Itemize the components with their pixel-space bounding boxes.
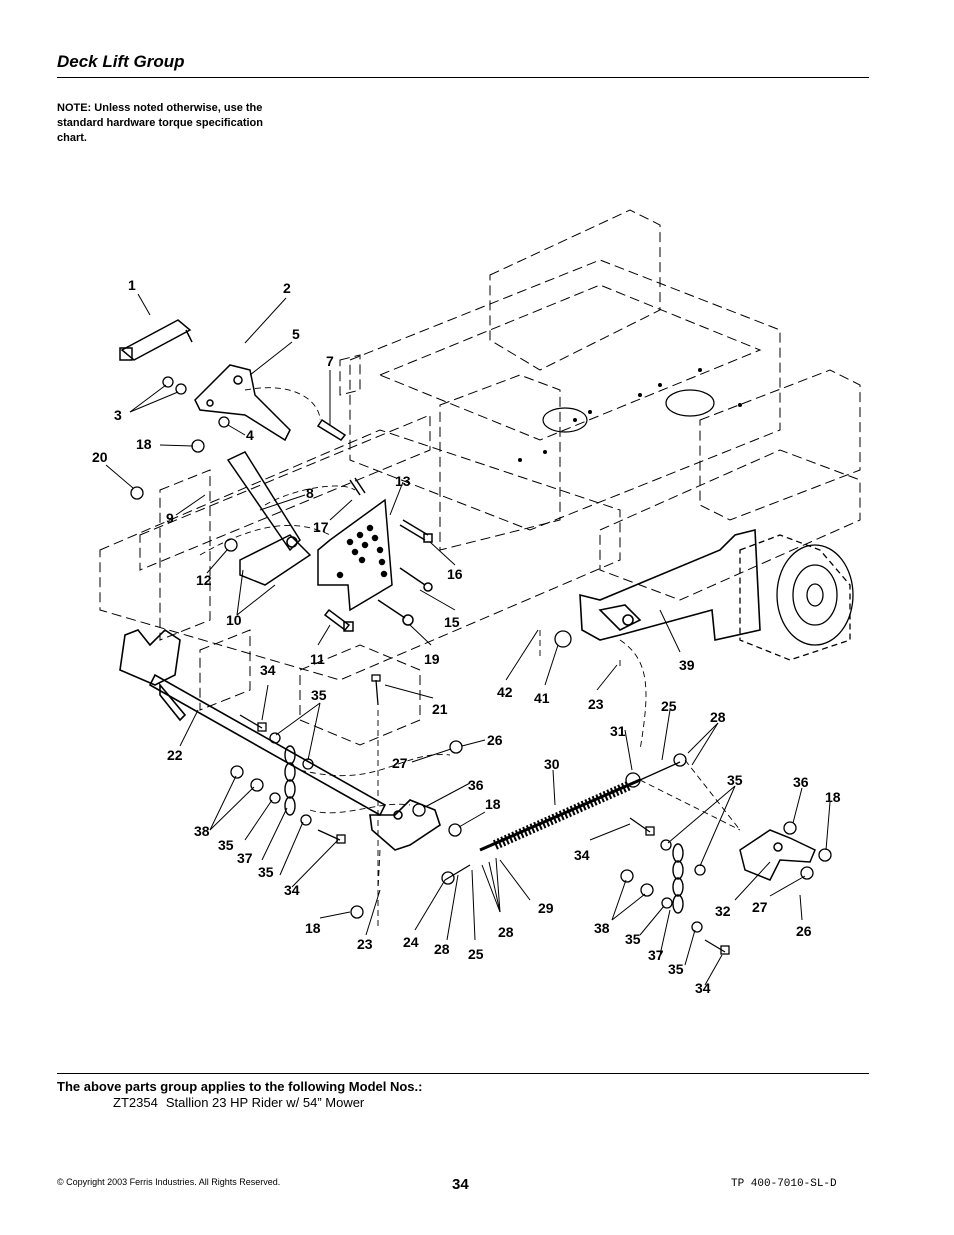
- callout-38: 38: [194, 823, 210, 839]
- callout-35: 35: [727, 772, 743, 788]
- callout-18: 18: [136, 436, 152, 452]
- part-upper-bracket: [194, 364, 291, 442]
- part-right-bracket: [739, 829, 816, 881]
- callout-23: 23: [357, 936, 373, 952]
- callout-39: 39: [679, 657, 695, 673]
- header-divider: [57, 77, 869, 78]
- callout-35: 35: [668, 961, 684, 977]
- callout-26: 26: [796, 923, 812, 939]
- callout-11: 11: [310, 651, 325, 667]
- callout-18: 18: [485, 796, 501, 812]
- callout-36: 36: [793, 774, 809, 790]
- callout-34: 34: [695, 980, 711, 996]
- callout-26: 26: [487, 732, 503, 748]
- callout-4: 4: [246, 427, 254, 443]
- part-pin: [119, 319, 193, 361]
- callout-28: 28: [434, 941, 450, 957]
- frame-openings: [542, 389, 715, 433]
- assembly-guide-lines: [199, 387, 741, 930]
- callout-15: 15: [444, 614, 460, 630]
- callout-1: 1: [128, 277, 136, 293]
- model-description: Stallion 23 HP Rider w/ 54” Mower: [165, 1095, 365, 1110]
- callout-42: 42: [497, 684, 513, 700]
- part-pin-7: [316, 418, 347, 441]
- callout-13: 13: [395, 473, 411, 489]
- callout-23: 23: [588, 696, 604, 712]
- callout-16: 16: [447, 566, 463, 582]
- torque-note: NOTE: Unless noted otherwise, use the st…: [57, 102, 263, 144]
- callout-21: 21: [432, 701, 448, 717]
- footer-divider: [57, 1073, 869, 1074]
- callout-32: 32: [715, 903, 731, 919]
- callout-17: 17: [313, 519, 329, 535]
- callout-10: 10: [226, 612, 242, 628]
- callout-8: 8: [306, 485, 314, 501]
- callout-labels: 1 2 5 7 3 4 18 20 8 13 9 17 16 12 10 15 …: [92, 277, 841, 996]
- callout-35: 35: [218, 837, 234, 853]
- deck-lift-exploded-diagram: 1 2 5 7 3 4 18 20 8 13 9 17 16 12 10 15 …: [92, 209, 861, 996]
- part-spring-rod: [441, 753, 687, 885]
- model-line: ZT2354 Stallion 23 HP Rider w/ 54” Mower: [113, 1095, 372, 1110]
- callout-34: 34: [260, 662, 276, 678]
- callout-5: 5: [292, 326, 300, 342]
- callout-28: 28: [498, 924, 514, 940]
- callout-27: 27: [752, 899, 768, 915]
- tractor-frame-outline: [99, 209, 861, 746]
- part-bolts: [323, 477, 433, 632]
- callout-22: 22: [167, 747, 183, 763]
- callout-18: 18: [825, 789, 841, 805]
- callout-29: 29: [538, 900, 554, 916]
- callout-34: 34: [574, 847, 590, 863]
- applies-heading: The above parts group applies to the fol…: [57, 1079, 423, 1094]
- document-id: TP 400-7010-SL-D: [731, 1178, 837, 1190]
- frame-hole-marks: [518, 368, 742, 462]
- part-axle-bracket: [579, 528, 761, 641]
- callout-25: 25: [661, 698, 677, 714]
- model-number: ZT2354: [113, 1095, 158, 1110]
- part-chain-left: [284, 745, 296, 816]
- callout-12: 12: [196, 572, 212, 588]
- page-number: 34: [452, 1176, 469, 1193]
- callout-30: 30: [544, 756, 560, 772]
- callout-28: 28: [710, 709, 726, 725]
- callout-2: 2: [283, 280, 291, 296]
- callout-35: 35: [625, 931, 641, 947]
- wheel-hub: [739, 534, 854, 661]
- callout-25: 25: [468, 946, 484, 962]
- callout-9: 9: [166, 510, 174, 526]
- part-mount-plate: [317, 498, 393, 612]
- callout-34: 34: [284, 882, 300, 898]
- callout-3: 3: [114, 407, 122, 423]
- callout-7: 7: [326, 353, 334, 369]
- callout-27: 27: [392, 755, 408, 771]
- page-title: Deck Lift Group: [57, 52, 185, 71]
- callout-31: 31: [610, 723, 626, 739]
- callout-35: 35: [311, 687, 327, 703]
- part-lift-arm: [226, 451, 312, 586]
- copyright: © Copyright 2003 Ferris Industries. All …: [57, 1177, 281, 1187]
- callout-leaders: [105, 293, 831, 986]
- callout-37: 37: [237, 850, 253, 866]
- callout-38: 38: [594, 920, 610, 936]
- callout-36: 36: [468, 777, 484, 793]
- callout-20: 20: [92, 449, 108, 465]
- callout-37: 37: [648, 947, 664, 963]
- callout-24: 24: [403, 934, 419, 950]
- part-chain-right: [672, 843, 684, 914]
- callout-18: 18: [305, 920, 321, 936]
- callout-35: 35: [258, 864, 274, 880]
- callout-41: 41: [534, 690, 550, 706]
- callout-19: 19: [424, 651, 440, 667]
- part-hardware: [130, 376, 832, 955]
